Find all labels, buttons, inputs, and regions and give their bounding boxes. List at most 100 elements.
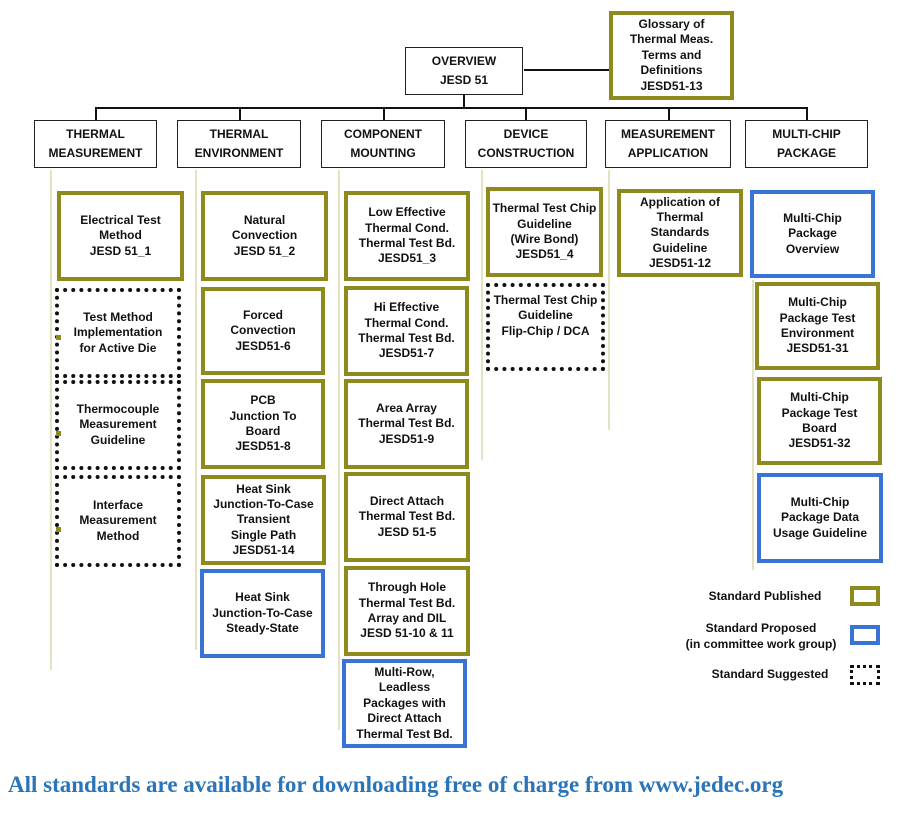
standard-line: Guideline — [518, 308, 573, 323]
header-line: COMPONENT — [344, 127, 422, 142]
standard-line: Area Array — [376, 400, 437, 415]
standard-line: Guideline — [652, 240, 708, 255]
guide-line — [338, 170, 340, 730]
standard-box-jesd51-8: PCB Junction To Board JESD51-8 — [201, 379, 325, 469]
standard-box-jesd51-31: Multi-Chip Package Test Environment JESD… — [755, 282, 880, 370]
standard-line: Board — [802, 421, 837, 435]
standard-line: Measurement — [79, 417, 157, 432]
standard-line: Interface — [92, 497, 144, 512]
overview-stem — [463, 95, 465, 108]
standard-line: JESD51-14 — [232, 543, 295, 558]
standard-line: Direct Attach — [367, 711, 442, 726]
standard-line: JESD 51-10 & 11 — [360, 626, 454, 641]
standard-box-flip-chip-dca: Thermal Test Chip Guideline Flip-Chip / … — [486, 283, 605, 371]
standard-box-jesd51-6: Forced Convection JESD51-6 — [201, 287, 325, 375]
legend-line: Standard Suggested — [711, 667, 829, 681]
drop-thermal-measurement — [95, 107, 97, 120]
standard-line: Method — [96, 528, 140, 543]
overview-line: JESD 51 — [439, 73, 489, 87]
standard-line: JESD51-32 — [788, 436, 851, 451]
standard-line: Usage Guideline — [772, 525, 868, 540]
standard-line: Environment — [780, 326, 855, 340]
header-device-construction: DEVICE CONSTRUCTION — [465, 120, 587, 168]
footer-note: All standards are available for download… — [8, 772, 784, 797]
guide-line — [752, 280, 754, 570]
standard-line: Junction-To-Case — [212, 605, 313, 620]
standard-box-jesd51-32: Multi-Chip Package Test Board JESD51-32 — [757, 377, 882, 465]
header-line: PACKAGE — [776, 146, 837, 160]
standard-line: Convection — [231, 228, 298, 243]
standard-box-heat-sink-steady: Heat Sink Junction-To-Case Steady-State — [200, 569, 325, 658]
standard-line: Thermal Test Bd. — [358, 236, 456, 250]
legend-line: Standard Proposed — [705, 621, 817, 635]
standard-line: Thermal Test Bd. — [358, 416, 455, 431]
standard-line: Leadless — [378, 680, 431, 695]
standard-line: Array and DIL — [367, 611, 447, 625]
standard-line: PCB — [250, 393, 276, 408]
drop-measurement-application — [668, 107, 670, 120]
overview-to-glossary-connector — [524, 69, 609, 71]
guide-line — [608, 170, 610, 430]
header-line: MEASUREMENT — [620, 127, 715, 142]
standard-line: Thermal — [656, 209, 704, 224]
header-component-mounting: COMPONENT MOUNTING — [321, 120, 445, 168]
standard-line: Direct Attach — [369, 493, 445, 508]
standard-line: Multi-Row, — [374, 665, 435, 680]
standard-line: Natural — [243, 212, 286, 227]
drop-multi-chip-package — [806, 107, 808, 120]
legend-label-suggested: Standard Suggested — [700, 667, 840, 683]
standard-box-jesd51-1: Electrical Test Method JESD 51_1 — [57, 191, 184, 281]
standard-line: Transient — [236, 512, 291, 527]
standard-line: Package Data — [780, 510, 860, 525]
legend-line: (in committee work group) — [685, 636, 837, 651]
standard-line: JESD51-31 — [786, 341, 849, 356]
legend-label-published: Standard Published — [690, 589, 840, 605]
standard-box-test-method-active-die: Test Method Implementation for Active Di… — [55, 288, 181, 378]
standard-line: Electrical Test — [80, 212, 161, 227]
standard-line: Steady-State — [226, 621, 299, 636]
horizontal-bus — [95, 107, 808, 109]
standard-line: JESD51-8 — [235, 439, 291, 454]
standard-line: Single Path — [230, 527, 297, 542]
glossary-line: Thermal Meas. — [629, 32, 714, 47]
connector-marker — [56, 527, 61, 532]
header-multi-chip-package: MULTI-CHIP PACKAGE — [745, 120, 868, 168]
glossary-line: Glossary of — [638, 17, 705, 32]
header-thermal-measurement: THERMAL MEASUREMENT — [34, 120, 157, 168]
standard-line: JESD 51_2 — [233, 243, 296, 258]
header-line: MULTI-CHIP — [772, 127, 841, 142]
header-line: MEASUREMENT — [48, 146, 143, 160]
header-line: DEVICE — [503, 127, 549, 142]
standard-box-interface-measurement: Interface Measurement Method — [55, 475, 181, 567]
standard-line: Hi Effective — [373, 300, 440, 315]
standard-line: Thermal Cond. — [364, 315, 449, 330]
standard-line: JESD51_4 — [515, 247, 574, 262]
standard-box-jesd51-14: Heat Sink Junction-To-Case Transient Sin… — [201, 475, 326, 565]
overview-line: OVERVIEW — [431, 54, 497, 69]
standard-line: Test Method — [83, 309, 153, 324]
standard-line: Package — [788, 226, 837, 241]
legend-swatch-published — [850, 586, 880, 606]
standard-line: Overview — [785, 241, 840, 256]
legend-line: Standard Published — [708, 589, 822, 603]
glossary-line: Terms and — [641, 47, 702, 62]
standard-line: Thermal Cond. — [364, 220, 449, 235]
standard-box-jesd51-4: Thermal Test Chip Guideline (Wire Bond) … — [486, 187, 603, 277]
standard-line: (Wire Bond) — [510, 232, 579, 246]
standard-line: Thermal Test Bd. — [358, 509, 456, 524]
standard-box-jesd51-2: Natural Convection JESD 51_2 — [201, 191, 328, 281]
standard-line: Guideline — [517, 216, 572, 231]
connector-marker — [56, 335, 61, 340]
standard-line: Multi-Chip — [790, 390, 849, 405]
standard-line: Thermal Test Bd. — [358, 595, 456, 610]
standard-line: Multi-Chip — [788, 295, 847, 310]
header-measurement-application: MEASUREMENT APPLICATION — [605, 120, 731, 168]
standard-box-multi-chip-data: Multi-Chip Package Data Usage Guideline — [757, 473, 883, 563]
guide-line — [195, 170, 197, 650]
standard-line: Junction To — [229, 408, 297, 423]
standard-box-jesd51-5: Direct Attach Thermal Test Bd. JESD 51-5 — [344, 472, 470, 562]
standard-line: JESD51-12 — [648, 256, 712, 271]
standard-line: Thermal Test Chip — [492, 201, 597, 216]
legend-swatch-proposed — [850, 625, 880, 645]
standard-line: JESD51-7 — [378, 346, 435, 361]
